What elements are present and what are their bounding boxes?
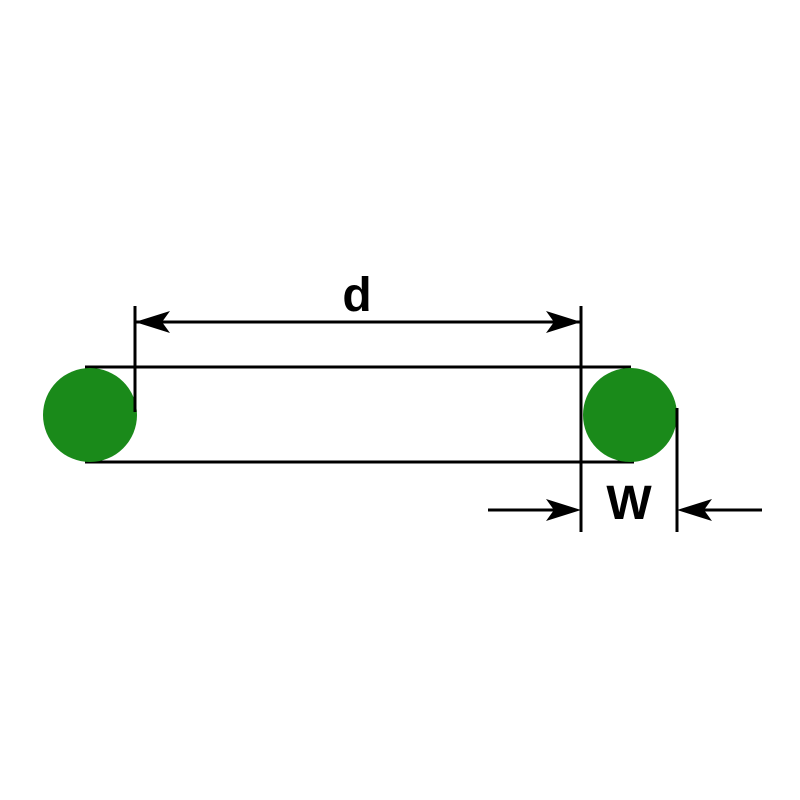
d-arrowhead-left-icon bbox=[135, 311, 170, 333]
d-label: d bbox=[342, 269, 371, 322]
w-arrowhead-left-icon bbox=[546, 499, 581, 521]
d-arrowhead-right-icon bbox=[546, 311, 581, 333]
w-arrowhead-right-icon bbox=[677, 499, 712, 521]
oring-left-cross-section bbox=[43, 368, 137, 462]
oring-right-cross-section bbox=[583, 368, 677, 462]
w-label: W bbox=[606, 477, 652, 530]
